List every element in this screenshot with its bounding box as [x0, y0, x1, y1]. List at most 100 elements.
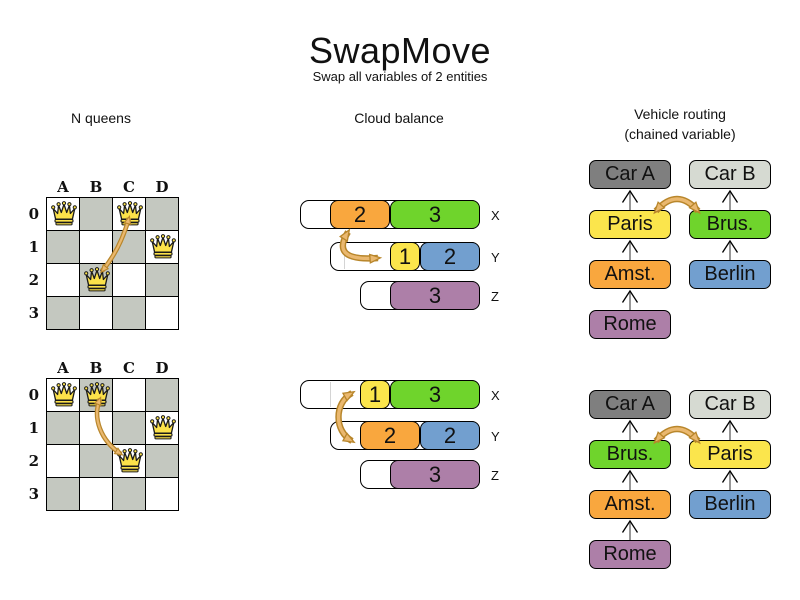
- chain-arrowhead-icon: [621, 419, 639, 433]
- computer-label: Z: [491, 468, 499, 483]
- board-cell-D3: [146, 478, 178, 510]
- board-cell-C0: [113, 379, 145, 411]
- process-block: 2: [420, 242, 480, 271]
- queen-icon: [50, 382, 77, 407]
- board-row-label: 3: [28, 304, 39, 322]
- computer-label: Y: [491, 250, 500, 265]
- process-block: 3: [390, 380, 480, 409]
- vehicle-label: Vehicle routing: [634, 106, 726, 122]
- chain-arrowhead-icon: [621, 469, 639, 483]
- board-row-label: 3: [28, 485, 39, 503]
- computer-label: X: [491, 388, 500, 403]
- board-col-label: B: [89, 178, 103, 196]
- chain-arrowhead-icon: [721, 239, 739, 253]
- board-cell-D2: [146, 264, 178, 296]
- board-cell-B1: [80, 412, 112, 444]
- queen-icon: [149, 415, 176, 440]
- vehicle-box: Brus.: [689, 210, 771, 239]
- chain-arrowhead-icon: [621, 519, 639, 533]
- vehicle-sublabel: (chained variable): [624, 125, 736, 142]
- board-cell-B1: [80, 231, 112, 263]
- queen-icon: [149, 234, 176, 259]
- board-cell-C3: [113, 297, 145, 329]
- board-cell-B0: [80, 198, 112, 230]
- queen: [116, 201, 144, 226]
- board-col-label: C: [123, 359, 135, 377]
- vehicle-box: Car B: [689, 160, 771, 189]
- section-label-cloud: Cloud balance: [354, 110, 444, 126]
- computer-label: Y: [491, 429, 500, 444]
- queen: [83, 267, 111, 292]
- computer-label: X: [491, 208, 500, 223]
- ghost-divider: [330, 382, 331, 407]
- board-cell-A3: [47, 297, 79, 329]
- queen: [149, 415, 177, 440]
- process-block: 1: [360, 380, 390, 409]
- queen-icon: [116, 448, 143, 473]
- chain-arrowhead-icon: [721, 189, 739, 203]
- board-cell-D3: [146, 297, 178, 329]
- board-col-label: C: [123, 178, 135, 196]
- queen-icon: [83, 382, 110, 407]
- vehicle-box: Berlin: [689, 260, 771, 289]
- board-cell-B3: [80, 297, 112, 329]
- vehicle-box: Rome: [589, 310, 671, 339]
- process-block: 3: [390, 281, 480, 310]
- board-cell-D0: [146, 379, 178, 411]
- vehicle-box: Berlin: [689, 490, 771, 519]
- vehicle-box: Paris: [689, 440, 771, 469]
- board-cell-A2: [47, 264, 79, 296]
- chain-arrowhead-icon: [621, 189, 639, 203]
- page-subtitle: Swap all variables of 2 entities: [312, 69, 488, 84]
- section-label-vehicle: Vehicle routing (chained variable): [578, 105, 782, 144]
- queen: [50, 201, 78, 226]
- process-block: 2: [330, 200, 390, 229]
- board-col-label: A: [57, 178, 69, 196]
- queen-icon: [50, 201, 77, 226]
- ghost-divider: [344, 244, 345, 269]
- vehicle-box: Car A: [589, 160, 671, 189]
- board-cell-C3: [113, 478, 145, 510]
- vehicle-box: Car A: [589, 390, 671, 419]
- process-block: 3: [390, 200, 480, 229]
- board-row-label: 2: [28, 271, 39, 289]
- board-row-label: 0: [28, 205, 39, 223]
- computer-label: Z: [491, 289, 499, 304]
- section-label-nqueens: N queens: [71, 110, 131, 126]
- vehicle-box: Amst.: [589, 260, 671, 289]
- queen-icon: [83, 267, 110, 292]
- board-cell-A2: [47, 445, 79, 477]
- queen: [116, 448, 144, 473]
- board-cell-A1: [47, 231, 79, 263]
- page-title: SwapMove: [308, 30, 492, 71]
- queen-icon: [116, 201, 143, 226]
- board-row-label: 2: [28, 452, 39, 470]
- vehicle-box: Brus.: [589, 440, 671, 469]
- board-row-label: 1: [28, 238, 39, 256]
- board-row-label: 1: [28, 419, 39, 437]
- board-cell-D2: [146, 445, 178, 477]
- chain-arrowhead-icon: [721, 419, 739, 433]
- board-cell-C1: [113, 412, 145, 444]
- chain-arrowhead-icon: [721, 469, 739, 483]
- board-cell-C2: [113, 264, 145, 296]
- process-block: 3: [390, 460, 480, 489]
- vehicle-box: Paris: [589, 210, 671, 239]
- board-cell-B3: [80, 478, 112, 510]
- queen: [83, 382, 111, 407]
- chain-arrowhead-icon: [621, 239, 639, 253]
- board-cell-A3: [47, 478, 79, 510]
- chain-arrowhead-icon: [621, 289, 639, 303]
- queen: [149, 234, 177, 259]
- board-cell-A1: [47, 412, 79, 444]
- board-cell-D0: [146, 198, 178, 230]
- board-col-label: D: [155, 359, 169, 377]
- vehicle-box: Car B: [689, 390, 771, 419]
- queen: [50, 382, 78, 407]
- board-cell-C1: [113, 231, 145, 263]
- process-block: 1: [390, 242, 420, 271]
- board-col-label: D: [155, 178, 169, 196]
- process-block: 2: [420, 421, 480, 450]
- process-block: 2: [360, 421, 420, 450]
